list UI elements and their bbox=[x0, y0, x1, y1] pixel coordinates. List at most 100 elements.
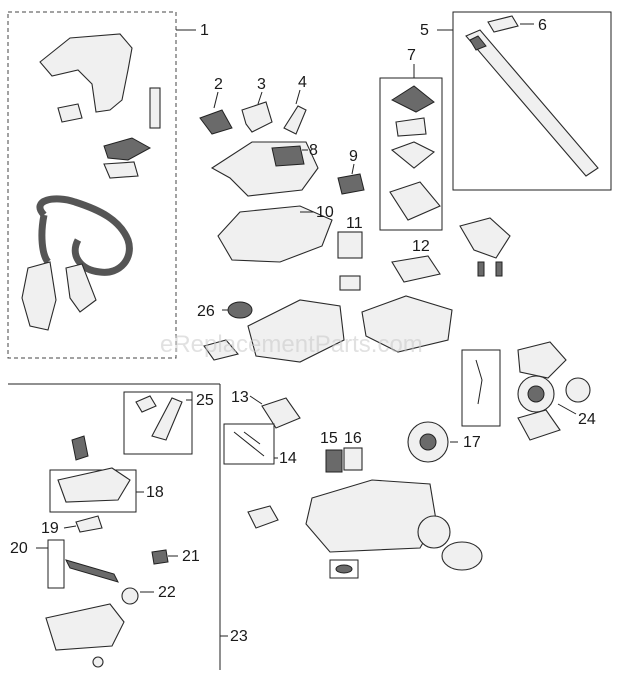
bag-holder-part bbox=[233, 431, 265, 457]
micro-filter-part bbox=[343, 447, 363, 471]
callout-3: 3 bbox=[257, 76, 266, 93]
small-tools-group: 2 3 4 bbox=[199, 74, 307, 135]
handle-part bbox=[39, 33, 133, 113]
swivel-ring-part bbox=[103, 161, 139, 179]
pre-filter-group: 15 16 17 bbox=[320, 421, 481, 473]
filter-board-group: 11 12 bbox=[337, 215, 511, 291]
callout-4: 4 bbox=[298, 74, 307, 91]
spring-a-part bbox=[477, 261, 485, 277]
dust-bag-part bbox=[261, 397, 301, 429]
motor-cap-part bbox=[517, 341, 567, 379]
wand-tube-part bbox=[149, 87, 161, 129]
cover-grille-part bbox=[271, 145, 305, 167]
callout-22: 22 bbox=[158, 584, 176, 601]
body-lower-part bbox=[247, 299, 345, 363]
hose-coil-part bbox=[36, 195, 133, 276]
callout-26: 26 bbox=[197, 303, 215, 320]
hose-connector-part bbox=[65, 263, 97, 313]
brush-tool-part bbox=[199, 109, 233, 135]
group-14-box bbox=[223, 423, 275, 465]
rewind-gear-part bbox=[227, 301, 253, 319]
callout-24: 24 bbox=[578, 411, 596, 428]
nozzle-wheel-part bbox=[92, 656, 104, 668]
tool-clip-part bbox=[395, 117, 427, 137]
callout-14: 14 bbox=[279, 450, 297, 467]
cord-cover-part bbox=[203, 339, 239, 361]
group-20-box bbox=[47, 539, 65, 589]
leader-4 bbox=[295, 89, 301, 105]
callout-5: 5 bbox=[420, 22, 429, 39]
watermark: eReplacementParts.com bbox=[160, 331, 423, 358]
handle-clip-part bbox=[57, 103, 83, 123]
callout-1: 1 bbox=[200, 22, 209, 39]
group-7-box bbox=[379, 77, 443, 231]
group-1-box bbox=[7, 11, 177, 359]
callout-13: 13 bbox=[231, 389, 249, 406]
bracket-part bbox=[475, 359, 483, 405]
callout-10: 10 bbox=[316, 204, 334, 221]
callout-20: 20 bbox=[10, 540, 28, 557]
control-board-part bbox=[391, 255, 441, 283]
spring-b-part bbox=[495, 261, 503, 277]
leader-9 bbox=[351, 163, 355, 175]
belt-part bbox=[121, 587, 139, 605]
wand-group: 5 6 bbox=[420, 11, 612, 191]
callout-8: 8 bbox=[309, 142, 318, 159]
leader-24 bbox=[557, 403, 577, 415]
swivel-part bbox=[103, 137, 152, 161]
knob-part bbox=[71, 435, 89, 461]
floor-tools-group: 7 bbox=[379, 47, 443, 231]
motor-filter-core-part bbox=[419, 433, 437, 451]
group-25-box bbox=[123, 391, 193, 455]
base-body-part bbox=[305, 479, 437, 553]
rear-wheel-part bbox=[417, 515, 451, 549]
base-body-group bbox=[247, 479, 483, 579]
telescopic-wand-part bbox=[465, 29, 599, 177]
brush-roll-part bbox=[65, 559, 119, 583]
tool-head-part bbox=[390, 85, 435, 113]
adapter-part bbox=[135, 395, 157, 413]
callout-11: 11 bbox=[346, 215, 363, 232]
motor-shaft-part bbox=[527, 385, 545, 403]
caster-box bbox=[329, 559, 359, 579]
callout-19: 19 bbox=[41, 520, 59, 537]
wand-button-part bbox=[487, 15, 519, 33]
group-5-box bbox=[452, 11, 612, 191]
connector-part bbox=[151, 549, 169, 565]
group-18-box bbox=[49, 469, 137, 513]
callout-12: 12 bbox=[412, 238, 430, 255]
body-middle-group: 26 bbox=[197, 295, 453, 363]
motor-housing-part bbox=[517, 409, 561, 441]
nozzle-base-part bbox=[45, 603, 125, 651]
leader-19 bbox=[63, 525, 77, 529]
bracket-box bbox=[461, 349, 501, 427]
callout-15: 15 bbox=[320, 430, 338, 447]
callout-18: 18 bbox=[146, 484, 164, 501]
exhaust-filter-part bbox=[337, 173, 365, 195]
tool-pad-part bbox=[390, 141, 436, 169]
bumper-part bbox=[247, 505, 279, 529]
hose-end-part bbox=[38, 214, 51, 265]
power-button-part bbox=[459, 217, 511, 259]
callout-17: 17 bbox=[463, 434, 481, 451]
cover-group: 8 9 10 bbox=[210, 141, 365, 263]
dust-bag-group: 13 14 bbox=[223, 389, 301, 467]
wand-grip-part bbox=[469, 35, 487, 51]
callout-16: 16 bbox=[344, 430, 362, 447]
leader-2 bbox=[213, 91, 219, 109]
nozzle-part bbox=[283, 105, 307, 135]
wheel-cap-part bbox=[441, 541, 483, 571]
power-nozzle-group: 23 25 18 19 20 21 22 bbox=[8, 383, 248, 670]
leader-3 bbox=[257, 91, 263, 105]
leader-13 bbox=[249, 395, 263, 405]
callout-7: 7 bbox=[407, 47, 416, 64]
crevice-tool-part bbox=[241, 101, 273, 133]
hepa-filter-part bbox=[337, 231, 363, 259]
floor-brush-part bbox=[389, 181, 441, 221]
callout-6: 6 bbox=[538, 17, 547, 34]
motor-mount-part bbox=[565, 377, 591, 403]
hose-handle-group: 1 bbox=[7, 11, 209, 359]
callout-9: 9 bbox=[349, 148, 358, 165]
pre-filter-part bbox=[325, 449, 343, 473]
